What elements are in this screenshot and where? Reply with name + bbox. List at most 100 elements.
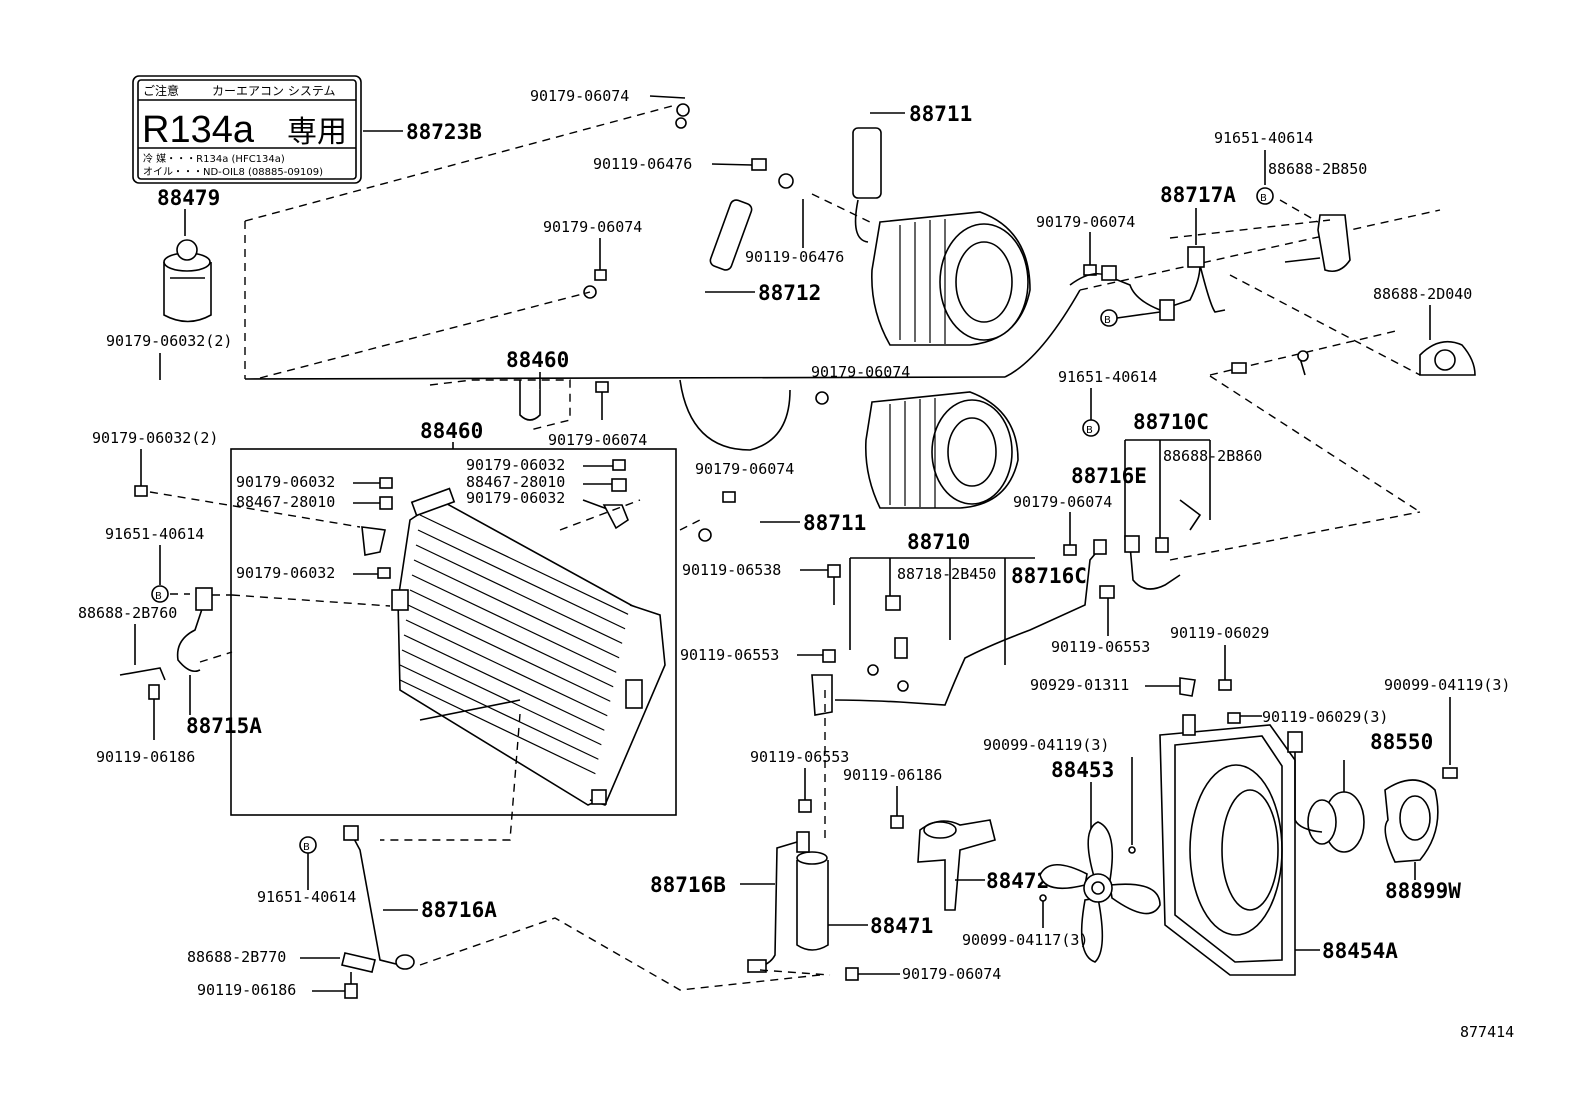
label-88712: 88712 — [758, 281, 821, 305]
label-88688-2B850: 88688-2B850 — [1268, 160, 1367, 178]
fan-shroud-88454A — [1159, 714, 1296, 976]
pipe-88716A — [341, 825, 415, 973]
label-88716E: 88716E — [1071, 464, 1147, 488]
label-91651-40614-a: 91651-40614 — [1214, 129, 1313, 147]
bolt-letter-2: B — [1104, 315, 1111, 326]
ac-compressor-lower — [864, 391, 1019, 509]
label-big-jp: 専用 — [287, 115, 347, 150]
label-90119-06553-a: 90119-06553 — [680, 646, 779, 664]
label-line1-left: ご注意 — [143, 83, 179, 98]
label-88716B: 88716B — [650, 873, 726, 897]
pipe-88715A — [119, 587, 213, 681]
label-90119-06029-a: 90119-06029 — [1170, 624, 1269, 642]
label-88688-2B860: 88688-2B860 — [1163, 447, 1262, 465]
label-88716C: 88716C — [1011, 564, 1087, 588]
label-90179-06074-b: 90179-06074 — [543, 218, 642, 236]
label-90119-06186-a: 90119-06186 — [96, 748, 195, 766]
label-90179-06074-c: 90179-06074 — [548, 431, 647, 449]
suction-hose-88712 — [583, 173, 794, 300]
label-90099-04119-3-a: 90099-04119(3) — [1384, 676, 1510, 694]
pressure-switch-88688-2D040 — [1419, 340, 1476, 376]
bolt-b-icon-1 — [1256, 187, 1274, 205]
label-88723B: 88723B — [406, 120, 482, 144]
label-90119-06186-b: 90119-06186 — [843, 766, 942, 784]
bolt-letter-3: B — [1086, 425, 1093, 436]
label-90099-04117-3: 90099-04117(3) — [962, 931, 1088, 949]
label-88454A: 88454A — [1322, 939, 1398, 963]
label-line1-right: カーエアコン システム — [212, 84, 335, 98]
label-88715A: 88715A — [186, 714, 262, 738]
label-90099-04119-3-b: 90099-04119(3) — [983, 736, 1109, 754]
label-90179-06032-2-b: 90179-06032(2) — [92, 429, 218, 447]
bolt-letter-5: B — [303, 842, 310, 853]
label-88711-mid: 88711 — [803, 511, 866, 535]
liquid-tube-88716C — [834, 539, 1107, 706]
condenser-core-88460 — [391, 487, 666, 806]
label-90179-06032-c: 90179-06032 — [466, 489, 565, 507]
label-88460-top: 88460 — [506, 348, 569, 372]
label-88688-2D040: 88688-2D040 — [1373, 285, 1472, 303]
sheet-number: 877414 — [1460, 1023, 1514, 1041]
label-90119-06029-3: 90119-06029(3) — [1262, 708, 1388, 726]
label-90119-06538: 90119-06538 — [682, 561, 781, 579]
label-91651-40614-d: 91651-40614 — [257, 888, 356, 906]
label-88688-2B770: 88688-2B770 — [187, 948, 286, 966]
bolt-b-icon-4 — [151, 585, 169, 603]
label-88710: 88710 — [907, 530, 970, 554]
discharge-hose-88711-lower — [698, 391, 848, 542]
label-88717A: 88717A — [1160, 183, 1236, 207]
label-90179-06074-d: 90179-06074 — [811, 363, 910, 381]
discharge-hose-88711-upper — [675, 97, 882, 243]
pipe-88716E — [1124, 499, 1202, 590]
fan-blade-88453 — [1039, 821, 1161, 963]
label-90119-06553-c: 90119-06553 — [750, 748, 849, 766]
label-88467-28010-a: 88467-28010 — [236, 493, 335, 511]
label-90119-06476-a: 90119-06476 — [593, 155, 692, 173]
label-90119-06476-b: 90119-06476 — [745, 248, 844, 266]
label-88688-2B760: 88688-2B760 — [78, 604, 177, 622]
condenser-group-box — [230, 448, 677, 816]
label-90179-06032-a: 90179-06032 — [236, 473, 335, 491]
label-90179-06032-b: 90179-06032 — [466, 456, 565, 474]
pipe-88717A — [1069, 246, 1226, 321]
label-90929-01311: 90929-01311 — [1030, 676, 1129, 694]
label-88716A: 88716A — [421, 898, 497, 922]
label-88479: 88479 — [157, 186, 220, 210]
label-90179-06074-g: 90179-06074 — [1013, 493, 1112, 511]
label-88460-box: 88460 — [420, 419, 483, 443]
tube-88716B — [747, 841, 798, 973]
label-91651-40614-c: 91651-40614 — [105, 525, 204, 543]
receiver-dryer-88471 — [796, 831, 829, 951]
bracket-88688-2B850 — [1284, 214, 1351, 273]
label-88550: 88550 — [1370, 730, 1433, 754]
label-91651-40614-b: 91651-40614 — [1058, 368, 1157, 386]
label-big-code: R134a — [142, 109, 255, 151]
label-88472: 88472 — [986, 869, 1049, 893]
label-90119-06553-b: 90119-06553 — [1051, 638, 1150, 656]
label-88710C: 88710C — [1133, 410, 1209, 434]
bolt-letter-4: B — [155, 591, 162, 602]
label-88471: 88471 — [870, 914, 933, 938]
label-90179-06032-d: 90179-06032 — [236, 564, 335, 582]
label-88467-28010-b: 88467-28010 — [466, 473, 565, 491]
label-line4: オイル・・・ND-OIL8 (08885-09109) — [143, 166, 323, 178]
label-90179-06074-h: 90179-06074 — [902, 965, 1001, 983]
label-90179-06074-f: 90179-06074 — [1036, 213, 1135, 231]
label-90179-06032-2-a: 90179-06032(2) — [106, 332, 232, 350]
label-90179-06074-e: 90179-06074 — [695, 460, 794, 478]
label-line3: 冷 媒・・・R134a (HFC134a) — [143, 152, 285, 165]
label-88453: 88453 — [1051, 758, 1114, 782]
label-88711-top: 88711 — [909, 102, 972, 126]
ac-compressor-upper — [811, 193, 1031, 346]
bracket-88472 — [917, 819, 996, 911]
label-88718-2B450: 88718-2B450 — [897, 565, 996, 583]
fan-motor-88550 — [1287, 731, 1365, 853]
warning-label-plate: ご注意 カーエアコン システム R134a 専用 冷 媒・・・R134a (HF… — [132, 75, 362, 184]
label-90179-06074-top: 90179-06074 — [530, 87, 629, 105]
bolt-letter-1: B — [1260, 193, 1267, 204]
compressor-oil-can — [163, 239, 212, 323]
cover-88899W — [1384, 779, 1439, 863]
label-90119-06186-c: 90119-06186 — [197, 981, 296, 999]
label-88899W: 88899W — [1385, 879, 1461, 903]
